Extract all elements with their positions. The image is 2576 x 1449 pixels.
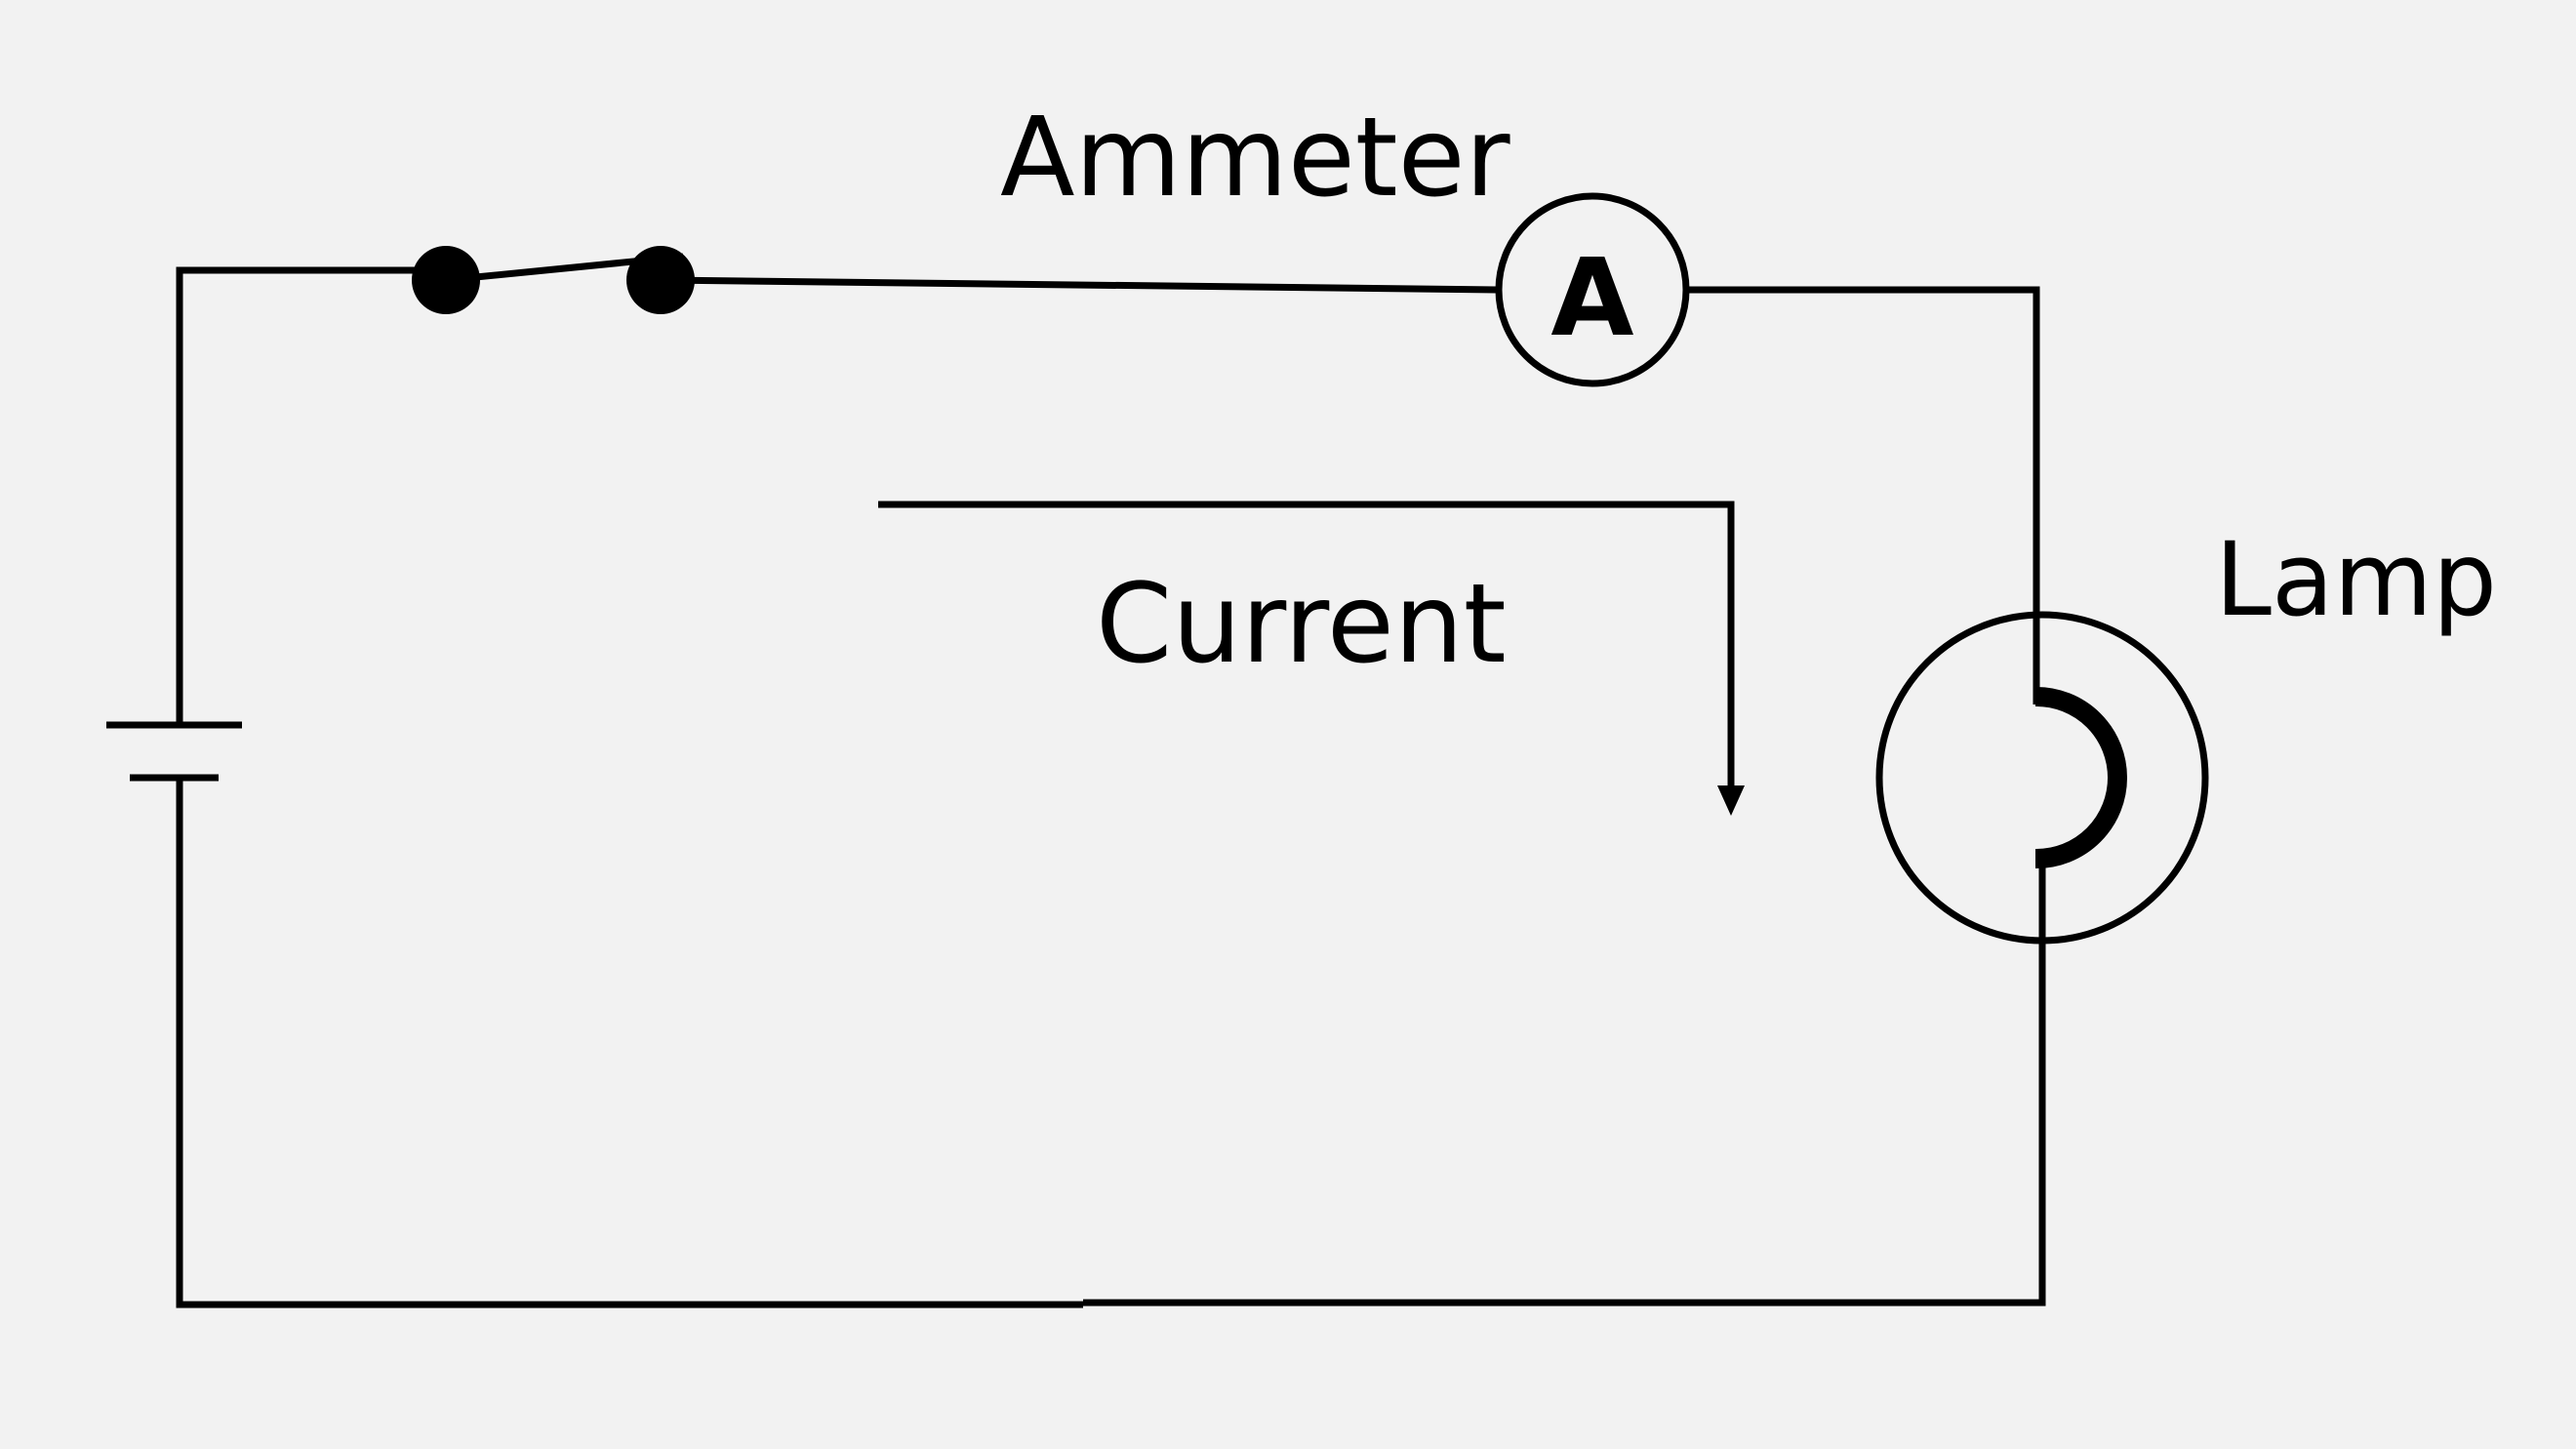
lamp-label: Lamp (2215, 520, 2497, 639)
wire-left-top (176, 266, 444, 722)
current-arrow-head (1717, 785, 1745, 816)
ammeter-label: Ammeter (1000, 95, 1511, 221)
current-arrow-shaft (878, 501, 1735, 788)
wire-top-right (1686, 286, 2040, 615)
ammeter-symbol: A (1495, 192, 1690, 387)
switch-symbol (412, 246, 695, 314)
battery-symbol (106, 721, 242, 782)
current-arrow (878, 501, 1745, 816)
lamp-filament (2035, 686, 2127, 869)
wire-bottom-right (1083, 864, 2046, 1307)
switch-lever (445, 253, 684, 284)
lamp-symbol (1875, 611, 2209, 945)
ammeter-symbol-letter: A (1550, 235, 1633, 360)
wire-left-bottom (176, 778, 1083, 1308)
current-label: Current (1096, 561, 1507, 688)
wire-top-left (660, 276, 1499, 294)
